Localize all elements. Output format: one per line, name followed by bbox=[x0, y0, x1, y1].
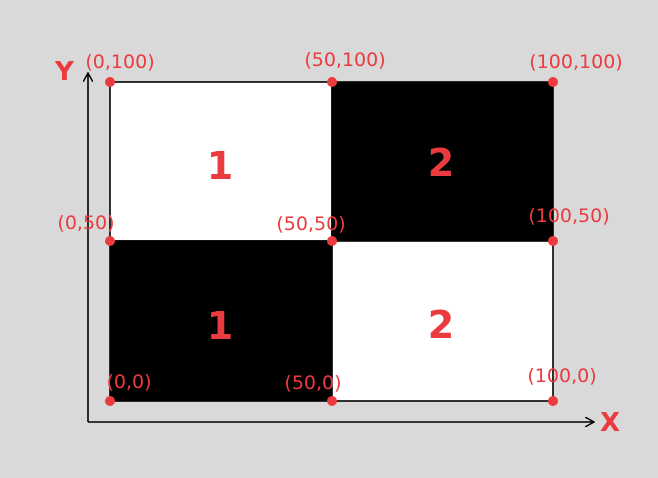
point-label-0-0: (0,0) bbox=[106, 371, 151, 393]
cell-bottom-left bbox=[109, 240, 333, 402]
point-dot-100-0 bbox=[548, 396, 558, 406]
cell-bottom-right bbox=[331, 240, 554, 402]
point-dot-0-100 bbox=[105, 77, 115, 87]
cell-top-left bbox=[109, 81, 333, 242]
point-label-50-50: (50,50) bbox=[276, 213, 345, 235]
point-dot-50-100 bbox=[327, 77, 337, 87]
point-dot-0-0 bbox=[105, 396, 115, 406]
point-dot-50-0 bbox=[327, 396, 337, 406]
point-label-50-0: (50,0) bbox=[284, 372, 341, 394]
point-label-100-0: (100,0) bbox=[527, 365, 596, 387]
cell-number-top-left: 1 bbox=[207, 144, 233, 188]
y-axis-label: Y bbox=[54, 57, 75, 87]
x-axis-label: X bbox=[600, 408, 620, 438]
point-dot-100-50 bbox=[548, 236, 558, 246]
point-dot-100-100 bbox=[548, 77, 558, 87]
point-label-100-100: (100,100) bbox=[529, 51, 622, 73]
cell-number-bottom-left: 1 bbox=[207, 304, 233, 348]
point-label-100-50: (100,50) bbox=[528, 205, 609, 227]
cell-top-right bbox=[331, 81, 554, 242]
point-dot-50-50 bbox=[327, 236, 337, 246]
cell-number-bottom-right: 2 bbox=[428, 303, 454, 347]
point-label-50-100: (50,100) bbox=[304, 49, 385, 71]
point-dot-0-50 bbox=[105, 236, 115, 246]
point-label-0-100: (0,100) bbox=[85, 51, 154, 73]
cell-number-top-right: 2 bbox=[428, 141, 454, 185]
point-label-0-50: (0,50) bbox=[57, 212, 114, 234]
